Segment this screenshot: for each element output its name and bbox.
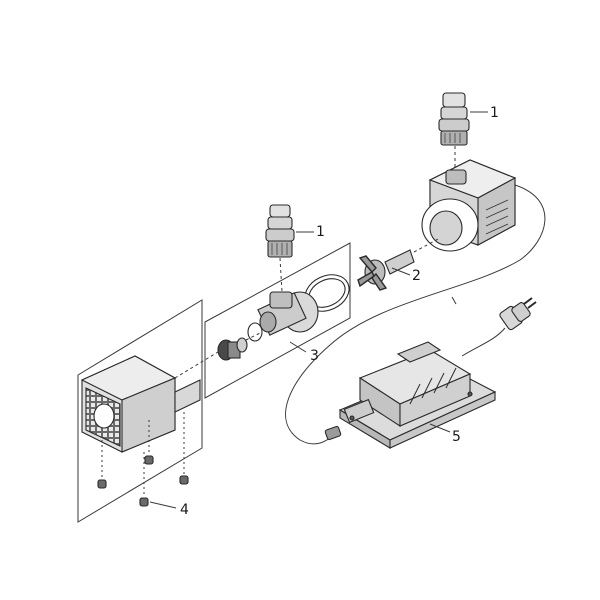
transformer-cable-connector — [324, 425, 342, 441]
callout-4: 4 — [180, 502, 189, 518]
power-cable — [285, 184, 546, 445]
pump-motor-block — [421, 159, 517, 252]
filter-housing — [80, 355, 201, 453]
callout-5: 5 — [452, 429, 461, 445]
mains-plug — [499, 297, 537, 331]
leader-line-3 — [289, 341, 307, 353]
hose-adapter-middle — [265, 204, 295, 258]
callout-1-upper: 1 — [490, 105, 499, 121]
leader-line-4 — [149, 501, 177, 509]
group-box-pump-housing — [204, 242, 351, 399]
leader-line-5 — [429, 423, 451, 433]
small-seal-ring — [247, 322, 263, 342]
mounting-screws — [97, 455, 189, 507]
mains-cable — [461, 327, 506, 357]
rotor-impeller — [357, 249, 415, 291]
pump-housing-outlet — [257, 291, 319, 336]
callout-3: 3 — [310, 348, 319, 364]
leader-line-2 — [391, 267, 411, 276]
hose-adapter-upper — [438, 92, 470, 146]
group-box-filter-housing — [77, 299, 203, 523]
callout-2: 2 — [412, 268, 421, 284]
transformer-unit — [338, 341, 497, 449]
callout-1-middle: 1 — [316, 224, 325, 240]
shaft-bearing — [217, 337, 248, 361]
